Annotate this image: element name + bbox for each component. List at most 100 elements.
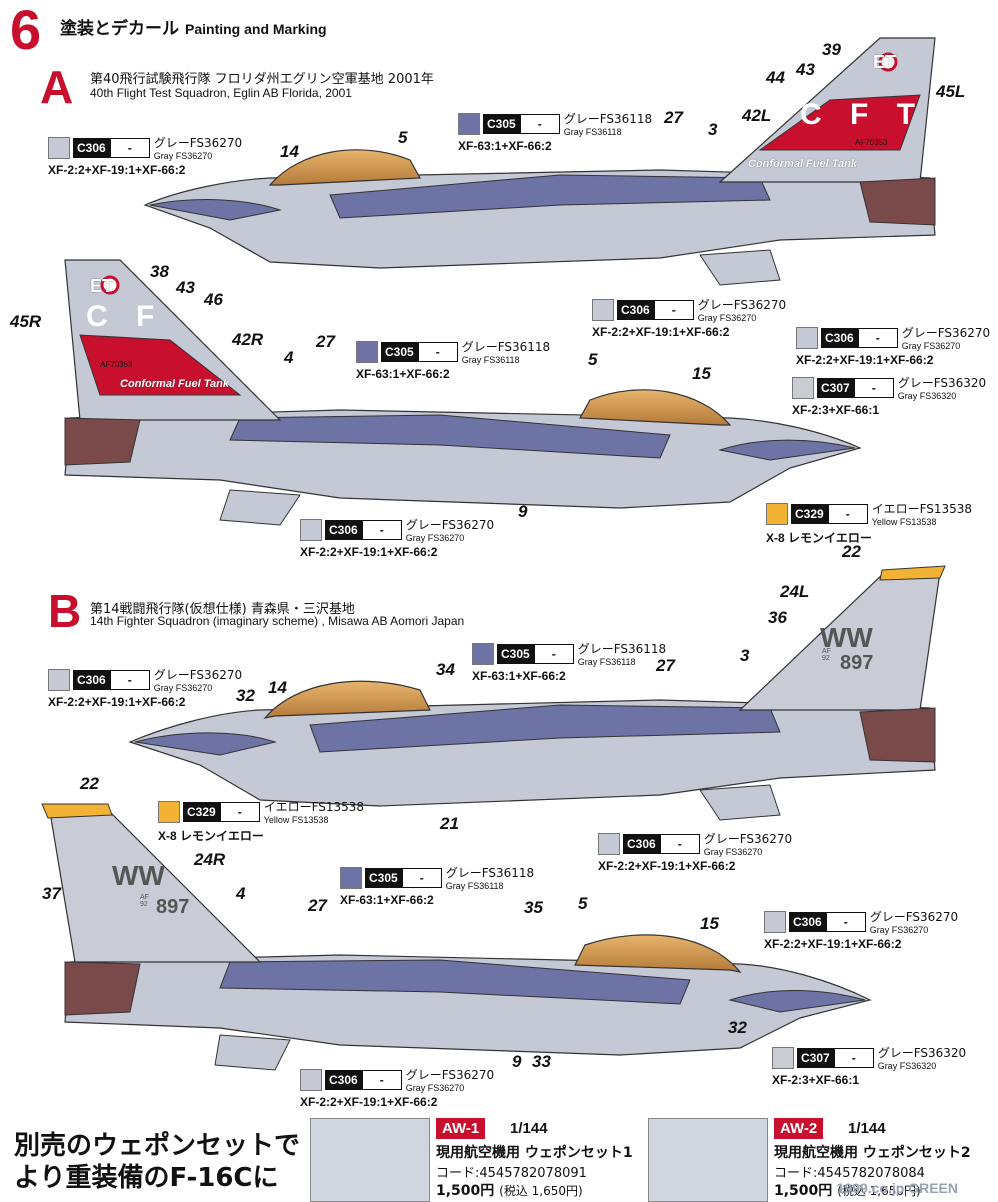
product-code: AW-1 <box>436 1118 486 1139</box>
paint-mix: XF-2:2+XF-19:1+XF-66:2 <box>48 695 186 709</box>
paint-name-en: Gray FS36118 <box>563 127 622 137</box>
paint-code: C305 <box>497 643 534 664</box>
decal-number: 45R <box>10 312 42 331</box>
paint-mix: XF-2:2+XF-19:1+XF-66:2 <box>300 1095 438 1109</box>
product-name: 現用航空機用 ウェポンセット1 <box>436 1145 633 1161</box>
decal-number: 42L <box>742 106 772 125</box>
color-swatch <box>592 298 614 321</box>
paint-code: C306 <box>617 299 654 320</box>
aircraft-a-right-profile <box>64 259 862 526</box>
tail-serial-a2: AF70353 <box>100 360 133 369</box>
tail-et-a1: ET <box>873 52 897 72</box>
tail-num-b1: 897 <box>840 652 874 674</box>
section-a-title-jp: 第40飛行試験飛行隊 フロリダ州エグリン空軍基地 2001年 <box>90 72 434 87</box>
paint-name-en: Yellow FS13538 <box>871 517 937 527</box>
step-title-jp: 塗装とデカール <box>60 19 179 39</box>
decal-number: 36 <box>768 608 787 627</box>
decal-number: 21 <box>440 814 459 833</box>
paint-name-jp: グレーFS36320 <box>897 376 987 390</box>
aircraft-b-left-profile <box>128 565 946 821</box>
paint-mix: XF-63:1+XF-66:2 <box>472 669 566 683</box>
paint-code: C306 <box>73 137 110 158</box>
paint-mix: XF-2:2+XF-19:1+XF-66:2 <box>48 163 186 177</box>
price-value: 1,500円 <box>436 1183 495 1199</box>
paint-name-en: Gray FS36320 <box>897 391 957 401</box>
section-a-letter: A <box>40 61 74 113</box>
color-swatch <box>772 1046 794 1069</box>
weapon-set-1-image <box>310 1118 430 1202</box>
paint-name-en: Gray FS36270 <box>153 151 213 161</box>
paint-mix: XF-63:1+XF-66:2 <box>356 367 450 381</box>
paint-alt-code: - <box>401 867 442 888</box>
decal-number: 3 <box>740 646 750 665</box>
paint-mix: XF-2:2+XF-19:1+XF-66:2 <box>598 859 736 873</box>
paint-name-en: Gray FS36270 <box>153 683 213 693</box>
color-swatch <box>764 910 786 933</box>
paint-alt-code: - <box>519 113 560 134</box>
paint-code: C305 <box>365 867 402 888</box>
decal-number: 34 <box>436 660 455 679</box>
promo-line-1: 別売のウェポンセットで <box>14 1131 301 1161</box>
product-jan: コード:4545782078084 <box>774 1166 925 1181</box>
tail-gft-a1: C F T <box>800 98 925 131</box>
decal-number: 24R <box>194 850 226 869</box>
paint-name-en: Gray FS36118 <box>577 657 636 667</box>
color-swatch <box>598 832 620 855</box>
price-value: 1,500円 <box>774 1183 833 1199</box>
decal-number: 27 <box>316 332 335 351</box>
paint-mix: XF-2:2+XF-19:1+XF-66:2 <box>300 545 438 559</box>
decal-number: 15 <box>700 914 719 933</box>
product-price: 1,500円 (税込 1,650円) <box>774 1180 921 1200</box>
decal-number: 44 <box>766 68 785 87</box>
decal-number: 33 <box>532 1052 551 1071</box>
decal-number: 5 <box>578 894 588 913</box>
paint-mix: XF-63:1+XF-66:2 <box>458 139 552 153</box>
paint-code: C305 <box>381 341 418 362</box>
paint-mix: XF-2:2+XF-19:1+XF-66:2 <box>592 325 730 339</box>
product-price: 1,500円 (税込 1,650円) <box>436 1180 583 1200</box>
color-swatch <box>766 502 788 525</box>
decal-number: 15 <box>692 364 711 383</box>
color-swatch <box>472 642 494 665</box>
paint-code: C307 <box>797 1047 834 1068</box>
paint-name-jp: グレーFS36320 <box>877 1046 967 1060</box>
paint-name-en: Gray FS36270 <box>405 1083 465 1093</box>
section-b-title-jp: 第14戦闘飛行隊(仮想仕様) 青森県・三沢基地 <box>90 602 355 617</box>
decal-number: 22 <box>80 774 99 793</box>
paint-code: C329 <box>791 503 828 524</box>
aircraft-b-right-profile <box>41 803 872 1071</box>
decal-number: 5 <box>398 128 408 147</box>
paint-name-jp: グレーFS36270 <box>153 668 243 682</box>
decal-number: 42R <box>232 330 264 349</box>
paint-code: C305 <box>483 113 520 134</box>
decal-number: 27 <box>664 108 683 127</box>
paint-alt-code: - <box>361 519 402 540</box>
tail-num-b2: 897 <box>156 896 190 918</box>
price-tax: (税込 1,650円) <box>499 1184 583 1198</box>
section-b-title-en: 14th Fighter Squadron (imaginary scheme)… <box>90 614 465 628</box>
tail-gft-a2: C F T <box>86 300 211 333</box>
paint-name-en: Gray FS36270 <box>405 533 465 543</box>
paint-code: C307 <box>817 377 854 398</box>
paint-alt-code: - <box>109 669 150 690</box>
paint-alt-code: - <box>857 327 898 348</box>
color-swatch <box>356 340 378 363</box>
color-swatch <box>458 112 480 135</box>
step-number: 6 <box>10 0 42 61</box>
cft-text-a2: Conformal Fuel Tank <box>120 378 229 390</box>
decal-number: 32 <box>728 1018 747 1037</box>
weapon-set-2-image <box>648 1118 768 1202</box>
paint-name-jp: グレーFS36270 <box>697 298 787 312</box>
paint-alt-code: - <box>853 377 894 398</box>
decal-number: 32 <box>236 686 255 705</box>
paint-code: C306 <box>325 519 362 540</box>
